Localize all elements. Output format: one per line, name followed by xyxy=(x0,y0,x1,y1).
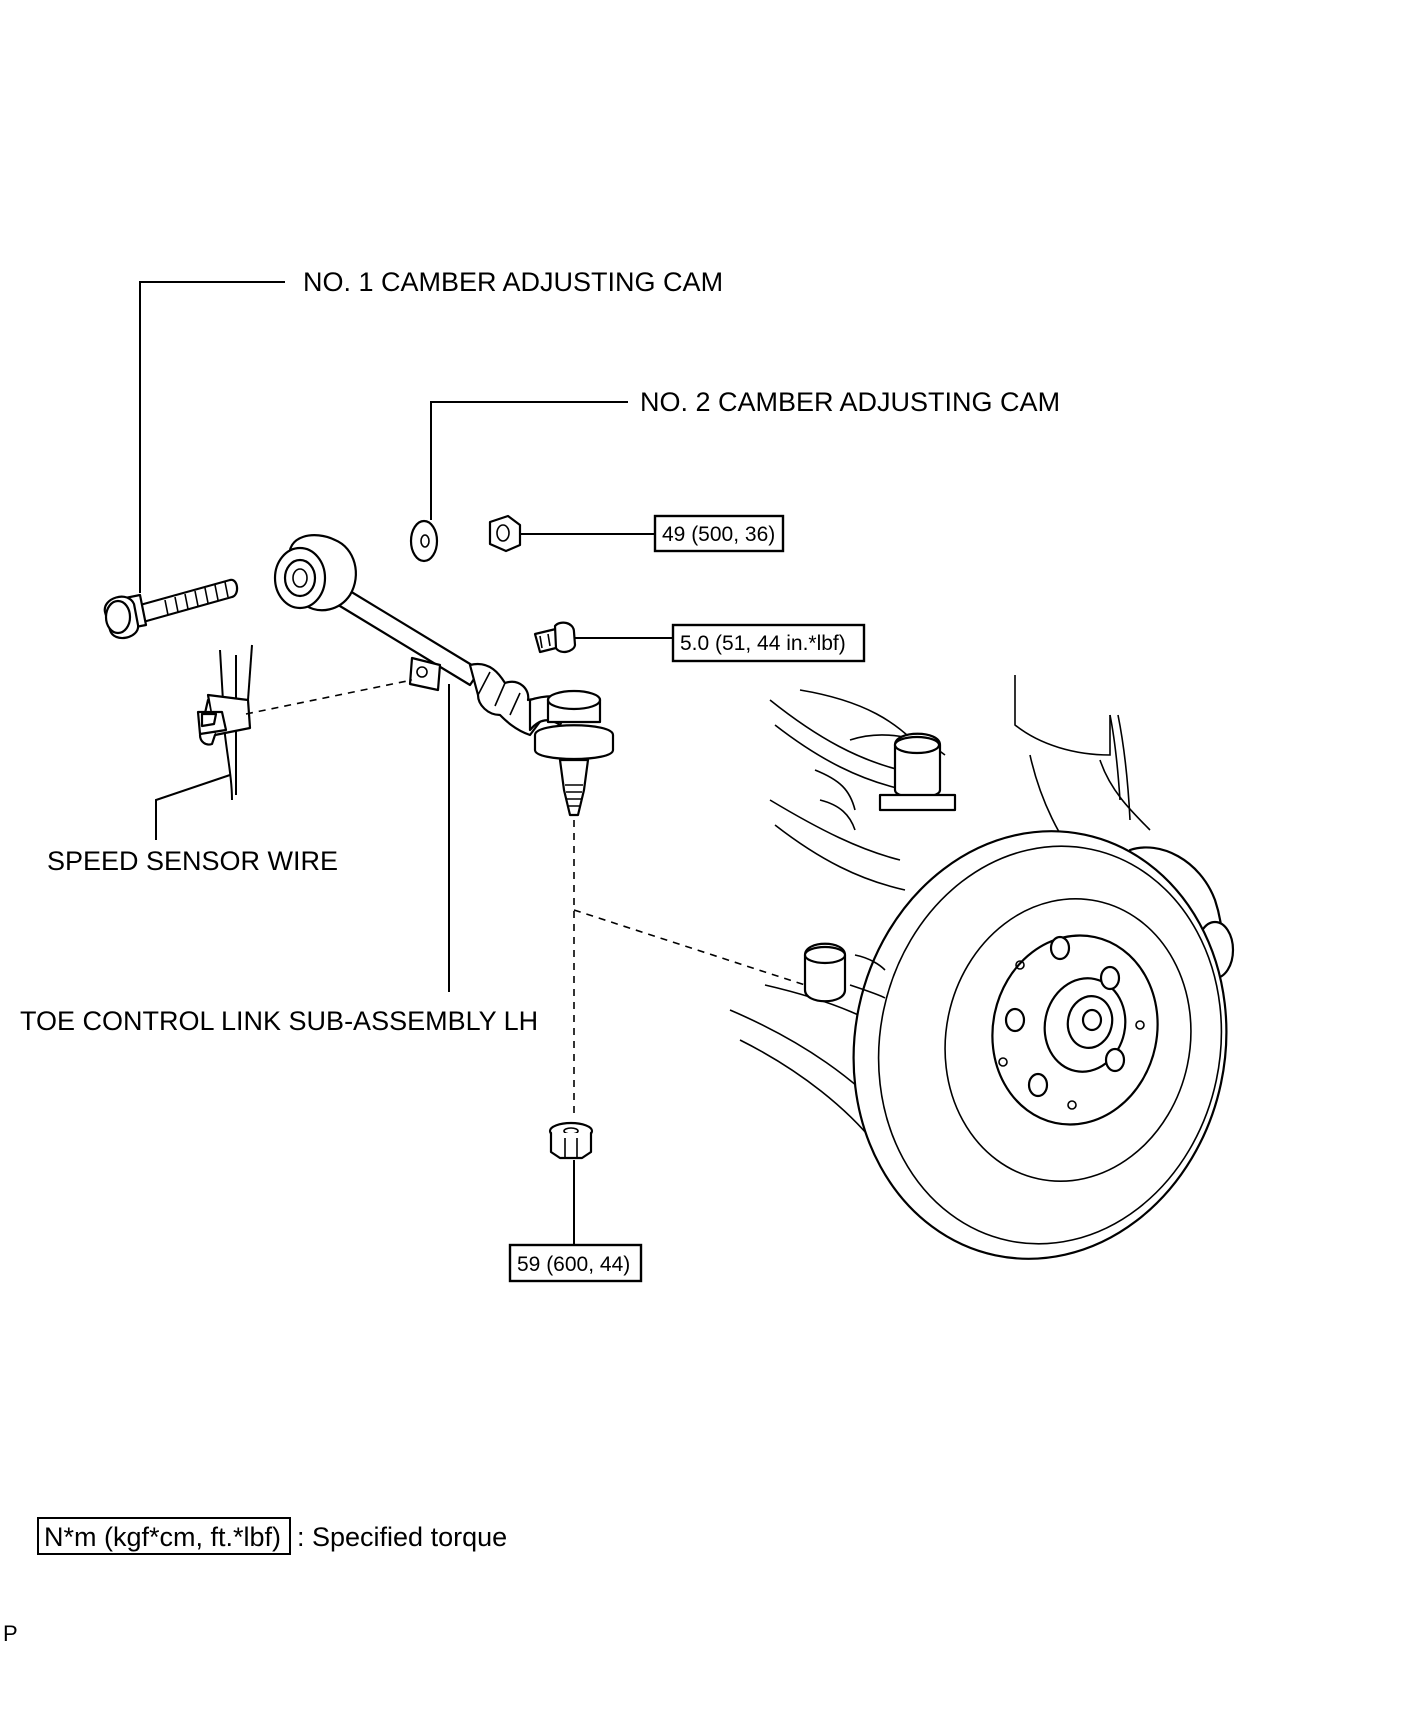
wire-clamp-bolt xyxy=(196,710,228,736)
lower-nut xyxy=(548,1121,594,1160)
clamp-bolt xyxy=(533,621,577,654)
rear-axle-hub-assembly xyxy=(729,675,1235,1260)
label-no1-camber-cam: NO. 1 CAMBER ADJUSTING CAM xyxy=(303,267,723,297)
label-no2-camber-cam: NO. 2 CAMBER ADJUSTING CAM xyxy=(640,387,1060,417)
torque-box-clamp-bolt: 5.0 (51, 44 in.*lbf) xyxy=(671,623,866,663)
torque-value-lower-nut: 59 (600, 44) xyxy=(517,1253,630,1276)
ball-joint xyxy=(533,689,615,817)
legend-torque-unit-box: N*m (kgf*cm, ft.*lbf) xyxy=(44,1522,281,1552)
torque-box-lower-nut: 59 (600, 44) xyxy=(508,1243,643,1283)
legend: N*m (kgf*cm, ft.*lbf) : Specified torque xyxy=(37,1517,507,1555)
toe-control-link xyxy=(273,534,574,737)
torque-box-upper-nut: 49 (500, 36) xyxy=(653,514,785,553)
leader-lines xyxy=(139,281,673,1245)
corner-mark: P xyxy=(3,1621,18,1646)
label-toe-control-link: TOE CONTROL LINK SUB-ASSEMBLY LH xyxy=(20,1006,538,1036)
alignment-lines xyxy=(245,679,806,1118)
torque-value-upper-nut: 49 (500, 36) xyxy=(662,523,775,546)
no2-camber-cam xyxy=(409,519,439,563)
no1-camber-cam-bolt xyxy=(103,578,239,640)
torque-value-clamp-bolt: 5.0 (51, 44 in.*lbf) xyxy=(680,632,846,655)
upper-nut xyxy=(488,514,522,553)
label-speed-sensor-wire: SPEED SENSOR WIRE xyxy=(47,846,338,876)
legend-description: : Specified torque xyxy=(297,1522,507,1552)
